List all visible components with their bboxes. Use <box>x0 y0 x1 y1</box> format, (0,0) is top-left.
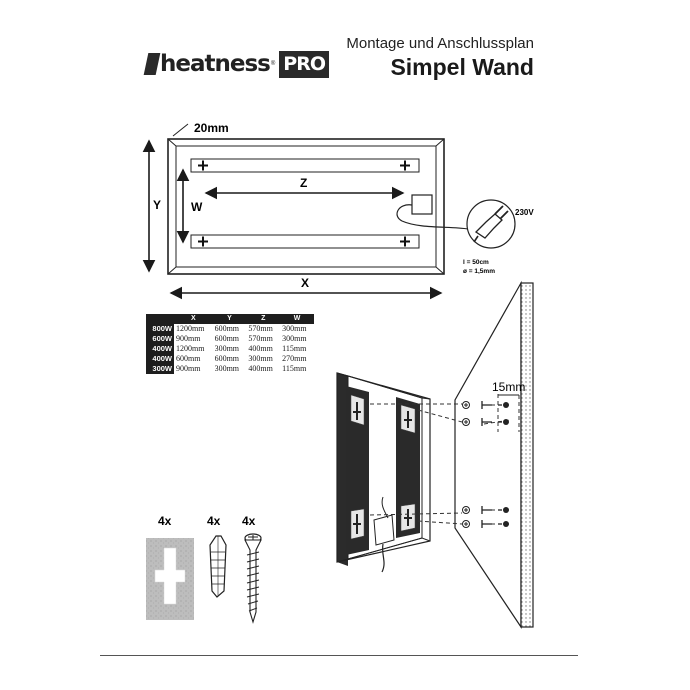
cell-y: 300mm <box>212 364 247 374</box>
dimension-w-label: W <box>191 200 203 214</box>
mounting-rail-bottom <box>190 234 420 249</box>
table-header-y: Y <box>212 314 247 324</box>
dimension-z-label: Z <box>300 176 307 190</box>
table-row: 800W 1200mm 600mm 570mm 300mm <box>146 324 314 334</box>
table-row: 400W 1200mm 300mm 400mm 115mm <box>146 344 314 354</box>
screw-quantity: 4x <box>242 514 256 528</box>
cell-x: 1200mm <box>174 344 213 354</box>
cell-w: 115mm <box>280 364 314 374</box>
table-row: 400W 600mm 600mm 300mm 270mm <box>146 354 314 364</box>
cell-z: 300mm <box>246 354 281 364</box>
cell-w: 300mm <box>280 334 314 344</box>
cell-x: 1200mm <box>174 324 213 334</box>
cell-y: 600mm <box>212 334 247 344</box>
brand-pro-badge: PRO <box>279 50 329 78</box>
plug-icon <box>466 199 516 249</box>
cell-x: 600mm <box>174 354 213 364</box>
power-dimensions-table: X Y Z W 800W 1200mm 600mm 570mm 300mm 60… <box>146 314 314 374</box>
row-wattage: 400W <box>146 344 175 354</box>
cable-length-label: l = 50cm <box>463 259 489 266</box>
row-wattage: 300W <box>146 364 175 374</box>
cell-y: 600mm <box>212 324 247 334</box>
bracket-quantity: 4x <box>158 514 172 528</box>
heatness-logo: heatness ® PRO <box>143 48 329 80</box>
voltage-label: 230V <box>515 208 534 217</box>
heater-panel-perspective <box>336 372 431 573</box>
cell-y: 600mm <box>212 354 247 364</box>
row-wattage: 600W <box>146 334 175 344</box>
distance-label: 15mm <box>492 380 525 394</box>
table-header-blank <box>146 314 175 324</box>
registered-mark: ® <box>270 61 276 67</box>
table-row: 300W 900mm 300mm 400mm 115mm <box>146 364 314 374</box>
document-title: Simpel Wand <box>390 54 534 80</box>
cell-x: 900mm <box>174 364 213 374</box>
cell-y: 300mm <box>212 344 247 354</box>
power-cable <box>396 194 469 230</box>
cell-w: 300mm <box>280 324 314 334</box>
panel-front-view <box>167 138 445 275</box>
frame-width-label: 20mm <box>194 121 229 135</box>
cell-x: 900mm <box>174 334 213 344</box>
footer-divider <box>100 655 578 656</box>
cell-z: 400mm <box>246 344 281 354</box>
cell-w: 115mm <box>280 344 314 354</box>
row-wattage: 400W <box>146 354 175 364</box>
dimension-y-label: Y <box>153 198 161 212</box>
mounting-bracket-icon <box>146 538 194 620</box>
dowel-quantity: 4x <box>207 514 221 528</box>
cable-diameter-label: ø = 1,5mm <box>463 268 495 275</box>
cell-z: 570mm <box>246 324 281 334</box>
table-header-w: W <box>280 314 314 324</box>
row-wattage: 800W <box>146 324 175 334</box>
table-header-row: X Y Z W <box>146 314 314 324</box>
brand-name: heatness <box>160 51 271 77</box>
mounting-rail-top <box>190 158 420 173</box>
wall-section <box>454 280 534 629</box>
table-header-x: X <box>174 314 213 324</box>
cell-z: 400mm <box>246 364 281 374</box>
frame-callout-leader <box>172 123 189 137</box>
screw-icon <box>244 533 262 624</box>
dimension-x-label: X <box>301 276 309 290</box>
wall-screws <box>462 401 509 528</box>
table-row: 600W 900mm 600mm 570mm 300mm <box>146 334 314 344</box>
table-header-z: Z <box>246 314 281 324</box>
document-subtitle: Montage und Anschlussplan <box>346 35 534 52</box>
wall-dowel-icon <box>209 535 227 598</box>
cell-w: 270mm <box>280 354 314 364</box>
cell-z: 570mm <box>246 334 281 344</box>
